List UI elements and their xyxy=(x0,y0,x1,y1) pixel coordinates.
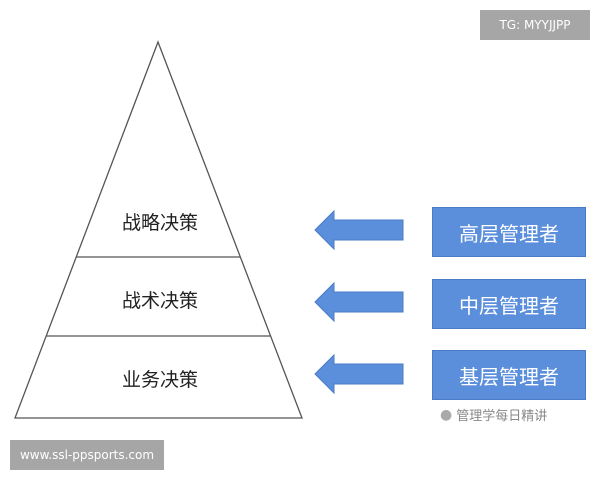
watermark-top: TG: MYYJJPP xyxy=(480,10,590,40)
arrow-left-icon xyxy=(314,209,404,251)
box-top-manager: 高层管理者 xyxy=(432,207,586,257)
level-strategic: 战略决策 xyxy=(121,212,198,234)
wechat-icon: ● xyxy=(440,406,453,423)
arrow-left-icon xyxy=(314,353,404,395)
credit: ● 管理学每日精讲 xyxy=(440,405,548,425)
pyramid xyxy=(14,40,303,419)
box-base-manager: 基层管理者 xyxy=(432,350,586,400)
level-tactical: 战术决策 xyxy=(121,290,198,312)
watermark-bottom: www.ssl-ppsports.com xyxy=(10,440,164,470)
arrow-left-icon xyxy=(314,281,404,323)
level-operational: 业务决策 xyxy=(121,369,198,391)
credit-text: 管理学每日精讲 xyxy=(456,409,548,424)
box-middle-manager: 中层管理者 xyxy=(432,279,586,329)
